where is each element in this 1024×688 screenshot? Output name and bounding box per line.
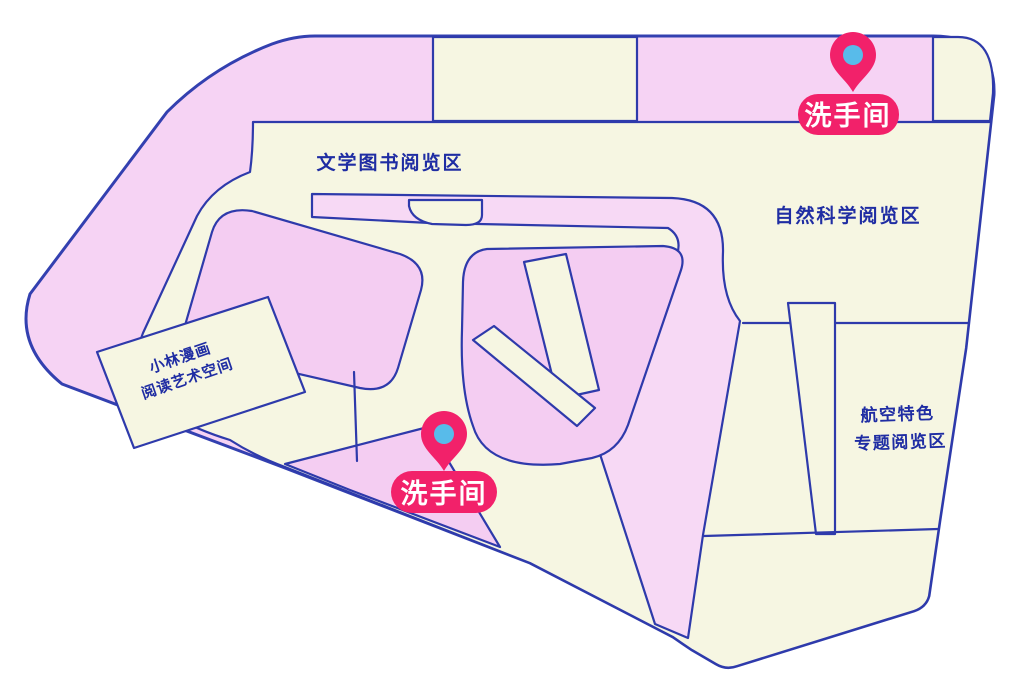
top-room-block [431, 35, 639, 123]
restroom-label-text: 洗手间 [805, 101, 892, 131]
comic-space-room [95, 295, 307, 450]
top-right-corner-block [931, 35, 995, 123]
label-aviation-line1: 航空特色 [860, 403, 935, 426]
label-literature-area: 文学图书阅览区 [316, 151, 463, 174]
label-natural-science-area: 自然科学阅览区 [774, 204, 921, 227]
pin-dot [843, 45, 863, 65]
bottom-section-divider [702, 527, 940, 538]
aviation-strip-column [786, 301, 837, 536]
pink-corridor-band [310, 192, 742, 640]
restroom-pin-top[interactable]: 洗手间 [798, 32, 899, 135]
label-aviation-area: 航空特色 专题阅览区 [854, 403, 947, 454]
restroom-label-text: 洗手间 [401, 479, 488, 509]
left-zone-divider [352, 370, 359, 463]
strip-notch [407, 198, 484, 227]
restroom-label-pill [798, 94, 899, 135]
restroom-label-pill [391, 471, 497, 513]
stair-ramp-2 [471, 324, 597, 428]
restroom-pin-center[interactable]: 洗手间 [391, 411, 497, 513]
pin-dot [434, 424, 454, 444]
stair-ramp-1 [522, 252, 601, 401]
label-aviation-line2: 专题阅览区 [854, 430, 947, 453]
